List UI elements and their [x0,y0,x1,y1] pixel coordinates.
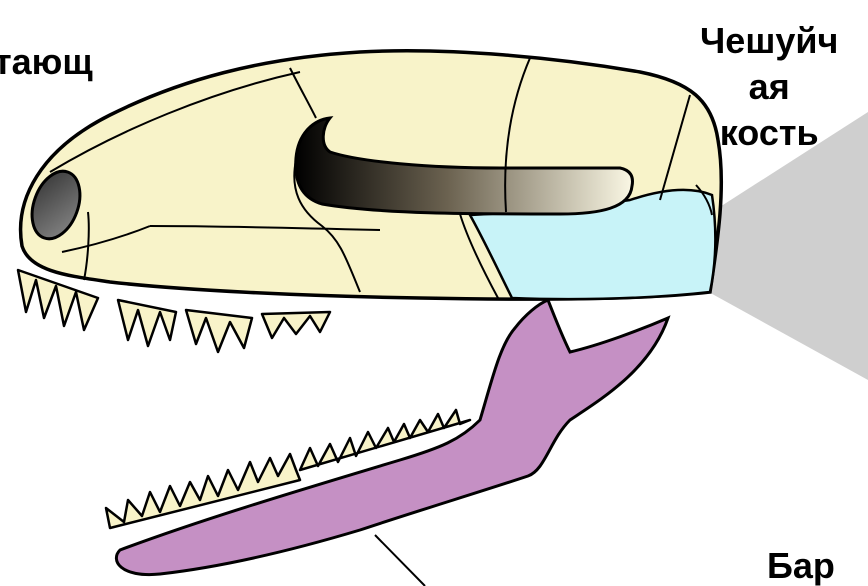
label-bottom-fragment: Бар [767,548,835,584]
jaw-pointer [375,535,425,586]
label-squamosal-line3: кость [700,110,838,156]
label-squamosal-line1: Чешуйч [700,18,838,64]
label-squamosal: Чешуйч ая кость [700,18,838,156]
label-squamosal-line2: ая [700,64,838,110]
label-left-fragment: тающ [0,44,93,80]
